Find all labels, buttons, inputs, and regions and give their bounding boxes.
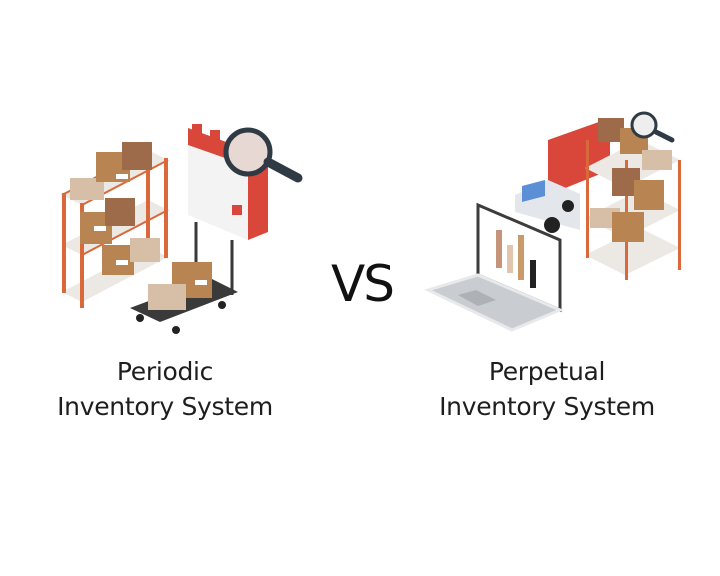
- periodic-title: Periodic: [116, 357, 214, 386]
- periodic-caption: Periodic Inventory System: [30, 354, 300, 424]
- perpetual-title: Perpetual: [488, 357, 606, 386]
- vs-separator: VS: [331, 255, 395, 313]
- magnifier-icon: [630, 111, 675, 143]
- magnifier-icon: [223, 127, 303, 183]
- perpetual-illustration: [423, 111, 681, 332]
- delivery-truck-icon: [515, 118, 610, 233]
- periodic-illustration: [61, 124, 303, 334]
- boxes-icon: [590, 118, 672, 242]
- perpetual-caption: Perpetual Inventory System: [412, 354, 682, 424]
- boxes-icon: [70, 142, 160, 275]
- laptop-icon: [423, 202, 564, 332]
- hand-truck-icon: [130, 222, 238, 334]
- perpetual-subtitle: Inventory System: [439, 392, 655, 421]
- perpetual-panel: Perpetual Inventory System: [360, 0, 720, 576]
- bar-chart-icon: [496, 230, 536, 288]
- periodic-panel: Periodic Inventory System: [30, 124, 303, 424]
- periodic-subtitle: Inventory System: [57, 392, 273, 421]
